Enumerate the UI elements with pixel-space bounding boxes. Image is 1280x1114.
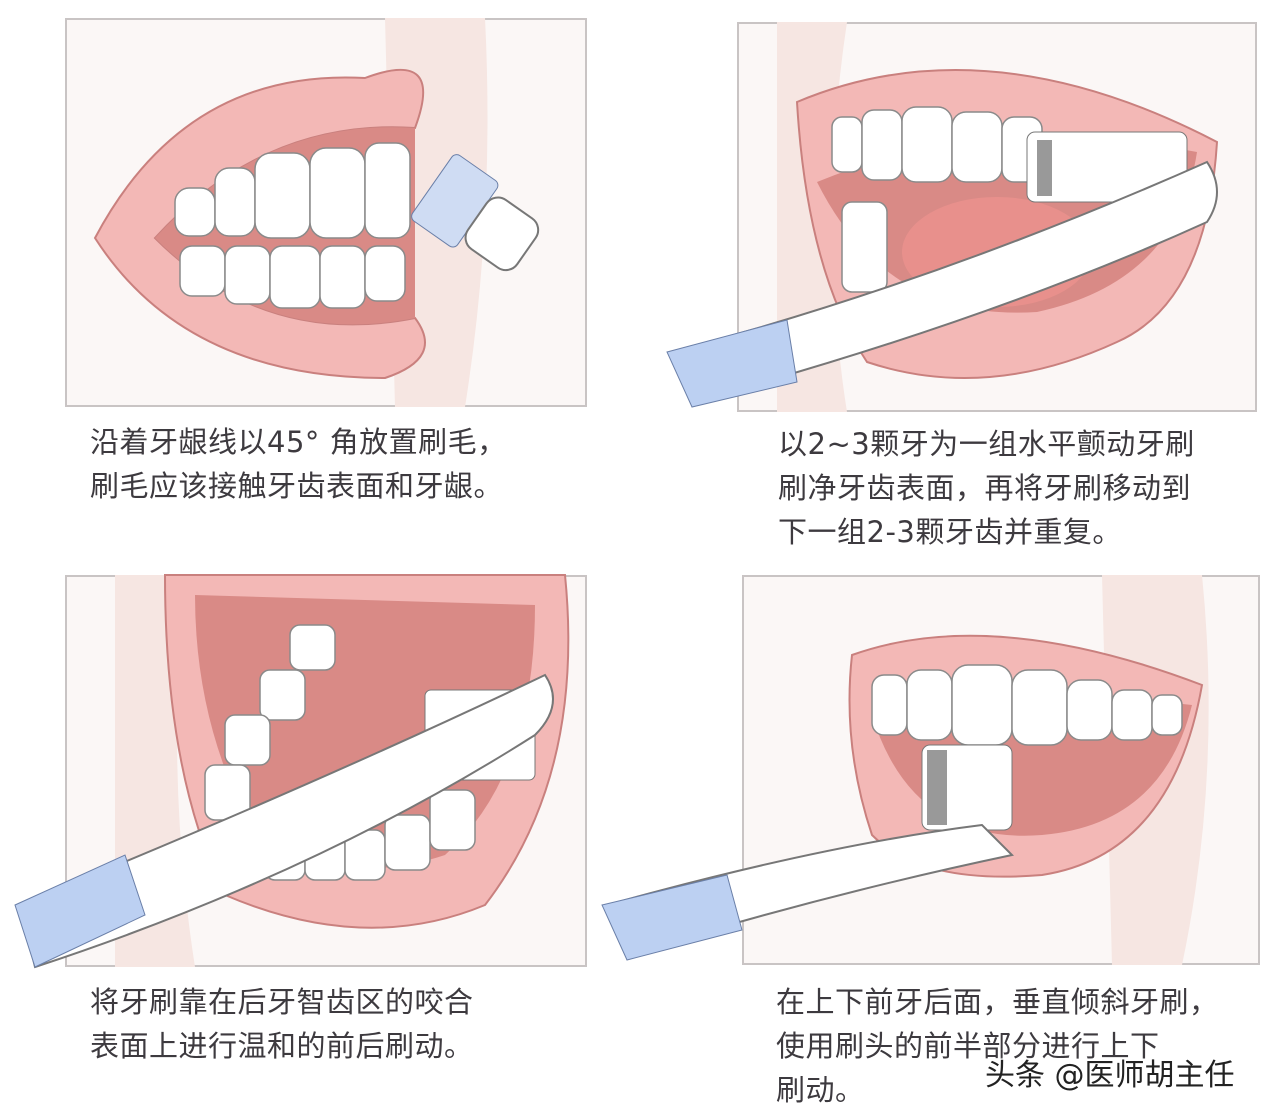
- watermark: 头条 @医师胡主任: [985, 1058, 1235, 1093]
- horizontal-vibration-illustration: [666, 22, 1219, 412]
- step-1-caption: 沿着牙龈线以45° 角放置刷毛， 刷毛应该接触牙齿表面和牙龈。: [90, 425, 507, 503]
- front-teeth-vertical-brushing-illustration: [601, 575, 1209, 965]
- brushing-45-degree-illustration: [93, 18, 540, 407]
- occlusal-surface-brushing-illustration: [14, 574, 570, 969]
- step-2-caption: 以2~3颗牙为一组水平颤动牙刷 刷净牙齿表面，再将牙刷移动到 下一组2-3颗牙齿…: [778, 427, 1195, 549]
- illustration-panel-2: [666, 22, 1257, 412]
- illustration-panel-3: [14, 574, 587, 969]
- illustration-panel-4: [601, 575, 1260, 965]
- step-4-caption: 在上下前牙后面，垂直倾斜牙刷， 使用刷头的前半部分进行上下 刷动。: [776, 985, 1219, 1107]
- step-3-caption: 将牙刷靠在后牙智齿区的咬合 表面上进行温和的前后刷动。: [90, 985, 474, 1063]
- illustration-panel-1: [65, 18, 587, 407]
